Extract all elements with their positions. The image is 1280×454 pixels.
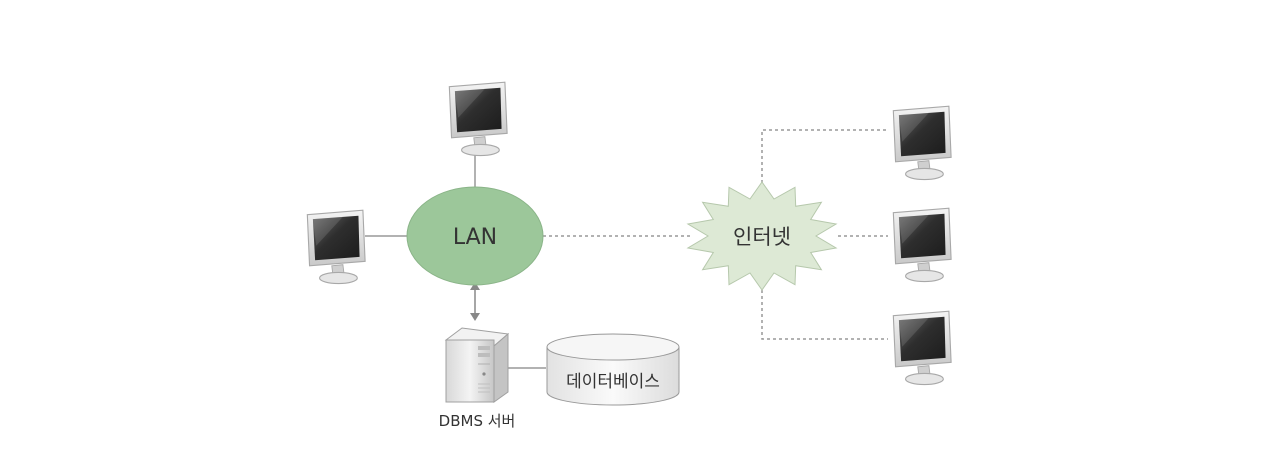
database-cylinder-icon <box>546 333 680 406</box>
lan-node: LAN <box>406 186 544 286</box>
lan-label: LAN <box>453 225 497 250</box>
computer-icon-left <box>306 209 366 285</box>
links-internet-computers <box>761 129 888 340</box>
server-tower-icon <box>444 327 510 403</box>
computer-icon-right-bottom <box>892 310 952 386</box>
internet-node: 인터넷 <box>686 181 838 291</box>
database-label: 데이터베이스 <box>566 372 660 392</box>
link-lan-server-arrow <box>470 282 480 321</box>
computer-icon-right-top <box>892 105 952 181</box>
internet-label: 인터넷 <box>733 225 791 249</box>
connection-lines <box>365 129 888 369</box>
computer-icon-top <box>448 81 508 157</box>
computer-icon-right-middle <box>892 207 952 283</box>
dbms-server-label: DBMS 서버 <box>439 412 516 430</box>
